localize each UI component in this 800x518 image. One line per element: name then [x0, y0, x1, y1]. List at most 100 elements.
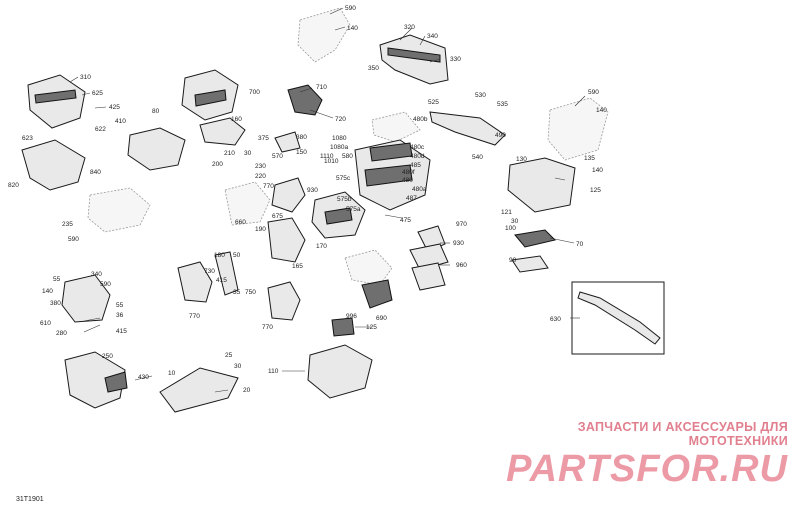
part-side-panels-right	[409, 225, 449, 291]
callout-label: 180	[214, 252, 225, 259]
part-left-bracket	[177, 261, 213, 303]
callout-label: 1110	[320, 153, 334, 160]
callout-label: 530	[475, 92, 486, 99]
callout-label: 575c	[336, 175, 351, 182]
callout-label: 55	[53, 276, 61, 283]
part-frame-ghost-right	[344, 249, 393, 286]
part-left-fender-lower	[64, 351, 128, 409]
callout-label: 220	[255, 173, 266, 180]
callout-label: 623	[22, 135, 33, 142]
callout-label: 625	[92, 90, 103, 97]
callout-label: 140	[42, 288, 53, 295]
part-front-fender-left	[127, 127, 186, 171]
callout-label: 480f	[402, 169, 415, 176]
callout-label: 330	[450, 56, 461, 63]
callout-label: 1080	[332, 135, 347, 142]
leader-lines	[69, 7, 586, 393]
callout-label: 380	[50, 300, 61, 307]
callout-label: 190	[255, 226, 266, 233]
part-rear-rail	[429, 111, 506, 146]
part-side-shield	[271, 177, 306, 213]
callout-label: 230	[255, 163, 266, 170]
callout-labels: 590 140 320 340 330 350 310 625 425 410 …	[8, 5, 607, 394]
callout-label: 165	[292, 263, 303, 270]
callout-label: 480a	[412, 186, 427, 193]
part-console-tray	[199, 117, 246, 146]
watermark: ЗАПЧАСТИ И АКСЕССУАРЫ ДЛЯ МОТОТЕХНИКИ PA…	[478, 420, 788, 488]
callout-label: 610	[40, 320, 51, 327]
callout-label: 135	[584, 155, 595, 162]
callout-label: 525	[428, 99, 439, 106]
callout-label: 690	[376, 315, 387, 322]
callout-label: 121	[501, 209, 512, 216]
callout-label: 960	[456, 262, 467, 269]
callout-label: 425	[109, 104, 120, 111]
part-engine-cover	[361, 279, 393, 309]
watermark-brand: PARTSFOR.RU	[506, 448, 788, 490]
callout-label: 730	[204, 268, 215, 275]
part-rear-footwell	[507, 157, 576, 213]
callout-label: 210	[224, 150, 235, 157]
callout-label: 415	[116, 328, 127, 335]
part-rear-bumper-bar	[571, 281, 665, 355]
part-inner-fender	[224, 181, 271, 226]
callout-label: 485	[410, 162, 421, 169]
callout-label: 675	[272, 213, 283, 220]
part-front-rack	[27, 74, 86, 129]
callout-label: 150	[296, 149, 307, 156]
callout-label: 30	[234, 363, 242, 370]
callout-label: 575a	[346, 206, 361, 213]
callout-label: 996	[346, 313, 357, 320]
callout-label: 1010	[324, 158, 339, 165]
callout-label: 660	[235, 219, 246, 226]
callout-label: 535	[497, 101, 508, 108]
callout-label: 35	[233, 289, 241, 296]
callout-label: 415	[216, 277, 227, 284]
part-footwell-assembly	[267, 217, 306, 263]
callout-label: 380	[296, 134, 307, 141]
callout-label: 590	[68, 236, 79, 243]
callout-label: 30	[244, 150, 252, 157]
callout-label: 590	[345, 5, 356, 12]
callout-label: 25	[225, 352, 233, 359]
callout-label: 820	[8, 182, 19, 189]
watermark-subtitle: ЗАПЧАСТИ И АКСЕССУАРЫ ДЛЯ МОТОТЕХНИКИ	[577, 420, 788, 448]
callout-label: 70	[576, 241, 584, 248]
part-rear-rack	[379, 34, 449, 85]
callout-label: 770	[262, 324, 273, 331]
callout-label: 340	[91, 271, 102, 278]
callout-label: 310	[80, 74, 91, 81]
callout-label: 430	[138, 374, 149, 381]
part-rear-fender-panel	[547, 97, 609, 161]
callout-label: 540	[472, 154, 483, 161]
callout-label: 1080a	[330, 144, 348, 151]
part-seat-frame	[371, 111, 421, 143]
callout-label: 30	[511, 218, 519, 225]
callout-label: 570	[272, 153, 283, 160]
callout-label: 710	[316, 84, 327, 91]
part-front-rack-top	[297, 7, 351, 63]
callout-label: 350	[368, 65, 379, 72]
callout-label: 20	[243, 387, 251, 394]
callout-label: 110	[268, 368, 279, 375]
callout-label: 100	[505, 225, 516, 232]
callout-label: 140	[347, 25, 358, 32]
callout-label: 10	[168, 370, 176, 377]
callout-label: 590	[100, 281, 111, 288]
part-front-bumper	[21, 139, 86, 191]
part-small-bracket	[274, 131, 301, 153]
callout-label: 480b	[413, 116, 428, 123]
callout-label: 36	[116, 312, 124, 319]
part-skid-plate	[159, 367, 239, 413]
callout-label: 930	[307, 187, 318, 194]
callout-label: 480c	[410, 144, 425, 151]
callout-label: 840	[90, 169, 101, 176]
callout-label: 160	[231, 116, 242, 123]
callout-label: 280	[56, 330, 67, 337]
callout-label: 320	[404, 24, 415, 31]
callout-label: 250	[102, 353, 113, 360]
part-front-inner-fender	[311, 191, 366, 239]
callout-label: 480	[402, 177, 413, 184]
callout-label: 575b	[337, 196, 352, 203]
callout-label: 490	[495, 132, 506, 139]
